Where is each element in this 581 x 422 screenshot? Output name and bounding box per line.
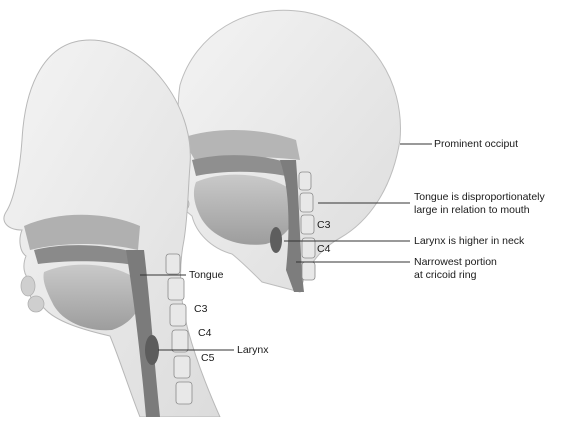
- label-child-c3: C3: [317, 219, 330, 231]
- label-adult-c5: C5: [201, 352, 214, 364]
- label-adult-c3: C3: [194, 303, 207, 315]
- label-adult-tongue: Tongue: [189, 269, 223, 281]
- label-child-c4: C4: [317, 243, 330, 255]
- label-prominent-occiput: Prominent occiput: [434, 138, 518, 150]
- label-tongue-disproportionate-line1: Tongue is disproportionately: [414, 191, 545, 203]
- label-tongue-disproportionate-line2: large in relation to mouth: [414, 204, 530, 216]
- label-adult-larynx: Larynx: [237, 344, 269, 356]
- child-larynx-shape: [270, 227, 282, 253]
- label-narrowest-line2: at cricoid ring: [414, 269, 476, 281]
- adult-larynx-shape: [145, 335, 159, 365]
- label-larynx-higher: Larynx is higher in neck: [414, 235, 524, 247]
- label-narrowest-line1: Narrowest portion: [414, 256, 497, 268]
- label-adult-c4: C4: [198, 327, 211, 339]
- adult-tongue: [43, 265, 141, 331]
- child-head: [167, 10, 400, 292]
